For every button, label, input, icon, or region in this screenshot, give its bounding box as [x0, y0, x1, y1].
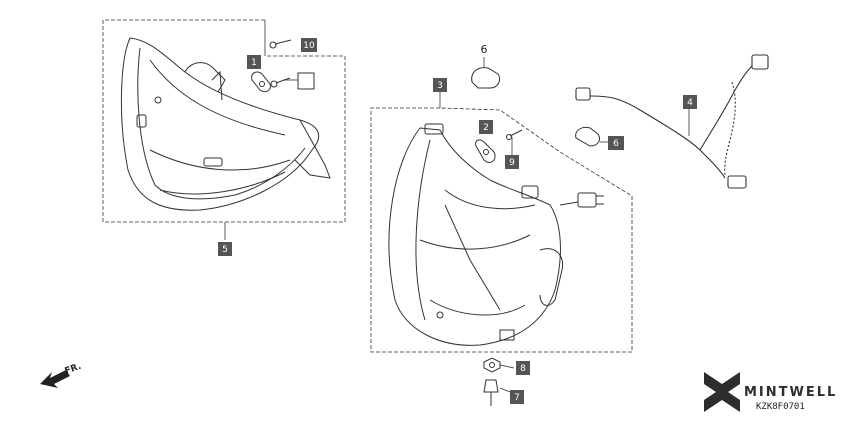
callout-5-label: 5 [222, 245, 228, 255]
callout-2: 2 [479, 120, 493, 134]
callout-8: 8 [516, 361, 530, 375]
clamp-screw-group-center [475, 129, 523, 163]
callout-3: 3 [433, 78, 447, 92]
callout-10-label: 10 [303, 41, 315, 51]
callout-2-label: 2 [483, 123, 489, 133]
wire-harness [575, 54, 769, 189]
callout-1-label: 1 [251, 58, 257, 68]
bolt-nut-group-bottom [483, 357, 515, 406]
callout-6-top-plain: 6 [481, 43, 488, 56]
direction-label: FR. [64, 362, 83, 377]
brand-name: MINTWELL [744, 385, 837, 400]
callout-7: 7 [510, 390, 524, 404]
brand-mark-icon [704, 372, 740, 412]
center-headlight-assembly [370, 92, 633, 353]
front-direction-arrow: FR. [40, 362, 83, 388]
callout-8-label: 8 [520, 364, 526, 374]
brand-logo: MINTWELL KZK8F0701 [704, 372, 837, 412]
callout-6-right: 6 [608, 136, 624, 150]
clamp-bolt-group-left [251, 39, 315, 93]
callout-7-label: 7 [514, 393, 520, 403]
rubber-cap-right [575, 127, 608, 147]
callout-10: 10 [301, 38, 317, 52]
left-headlight-assembly [102, 19, 346, 240]
callout-1: 1 [247, 55, 261, 69]
callout-6-right-label: 6 [613, 139, 619, 149]
diagram-code: KZK8F0701 [756, 402, 805, 412]
callout-5: 5 [218, 242, 232, 256]
rubber-cap-top [471, 57, 501, 89]
callout-9-label: 9 [509, 158, 515, 168]
callout-9: 9 [505, 155, 519, 169]
callout-3-label: 3 [437, 81, 443, 91]
callout-4: 4 [683, 95, 697, 109]
callout-6-top-label: 6 [481, 43, 488, 56]
callout-4-label: 4 [687, 98, 693, 108]
